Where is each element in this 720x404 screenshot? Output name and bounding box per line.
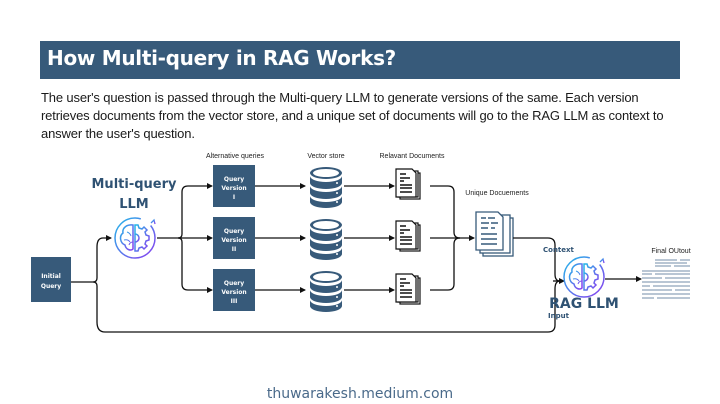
vector-store-label: Vector store [307,153,344,160]
initial-query-line2: Query [41,283,61,290]
connector-llm-to-q3 [177,237,213,293]
query-2-line2: Version [221,237,246,244]
brain-gear-icon [114,217,156,259]
multi-query-llm-title-2: LLM [119,197,149,212]
query-version-3: Query Version III [213,269,255,311]
unique-documents-label: Unique Docuements [465,190,529,197]
document-stack-icon [395,273,421,305]
connector-llm-to-q1 [157,183,213,239]
page-title: How Multi-query in RAG Works? [47,46,396,70]
unique-documents-icon [475,211,514,257]
title-banner: How Multi-query in RAG Works? [40,41,680,79]
query-version-2: Query Version II [213,217,255,259]
rag-llm-label: RAG LLM [549,296,619,312]
initial-query-box [31,257,71,302]
query-2-line3: II [232,246,236,253]
query-3-line3: III [231,298,238,305]
connector-unique-to-rag-context [513,237,561,282]
query-version-1: Query Version I [213,165,255,207]
database-icon [310,219,342,260]
document-stack-icon [395,220,421,252]
query-1-line1: Query [224,176,244,183]
description: The user's question is passed through th… [41,90,664,141]
query-1-line3: I [233,194,235,201]
connector-docs3-merge [430,237,461,291]
query-3-line1: Query [224,280,244,287]
final-output-label: Final OUtout [651,248,690,255]
multi-query-llm-title-1: Multi-query [92,177,178,192]
alternative-queries-label: Alternative queries [206,153,264,160]
brain-gear-icon [563,256,605,298]
connector-docs1-merge [430,185,461,239]
query-3-line2: Version [221,289,246,296]
database-icon [310,167,342,208]
query-1-line2: Version [221,185,246,192]
footer-url: thuwarakesh.medium.com [266,386,454,402]
connector-initial-to-rag-input [92,280,561,333]
relevant-documents-label: Relavant Documents [380,153,445,160]
connector-initial-to-llm [71,235,112,283]
input-label: Input [548,312,570,320]
query-2-line1: Query [224,228,244,235]
text-lines-icon [642,259,690,299]
document-stack-icon [395,168,421,200]
context-label: Context [543,246,575,254]
database-icon [310,271,342,312]
initial-query-line1: Initial [41,273,61,280]
